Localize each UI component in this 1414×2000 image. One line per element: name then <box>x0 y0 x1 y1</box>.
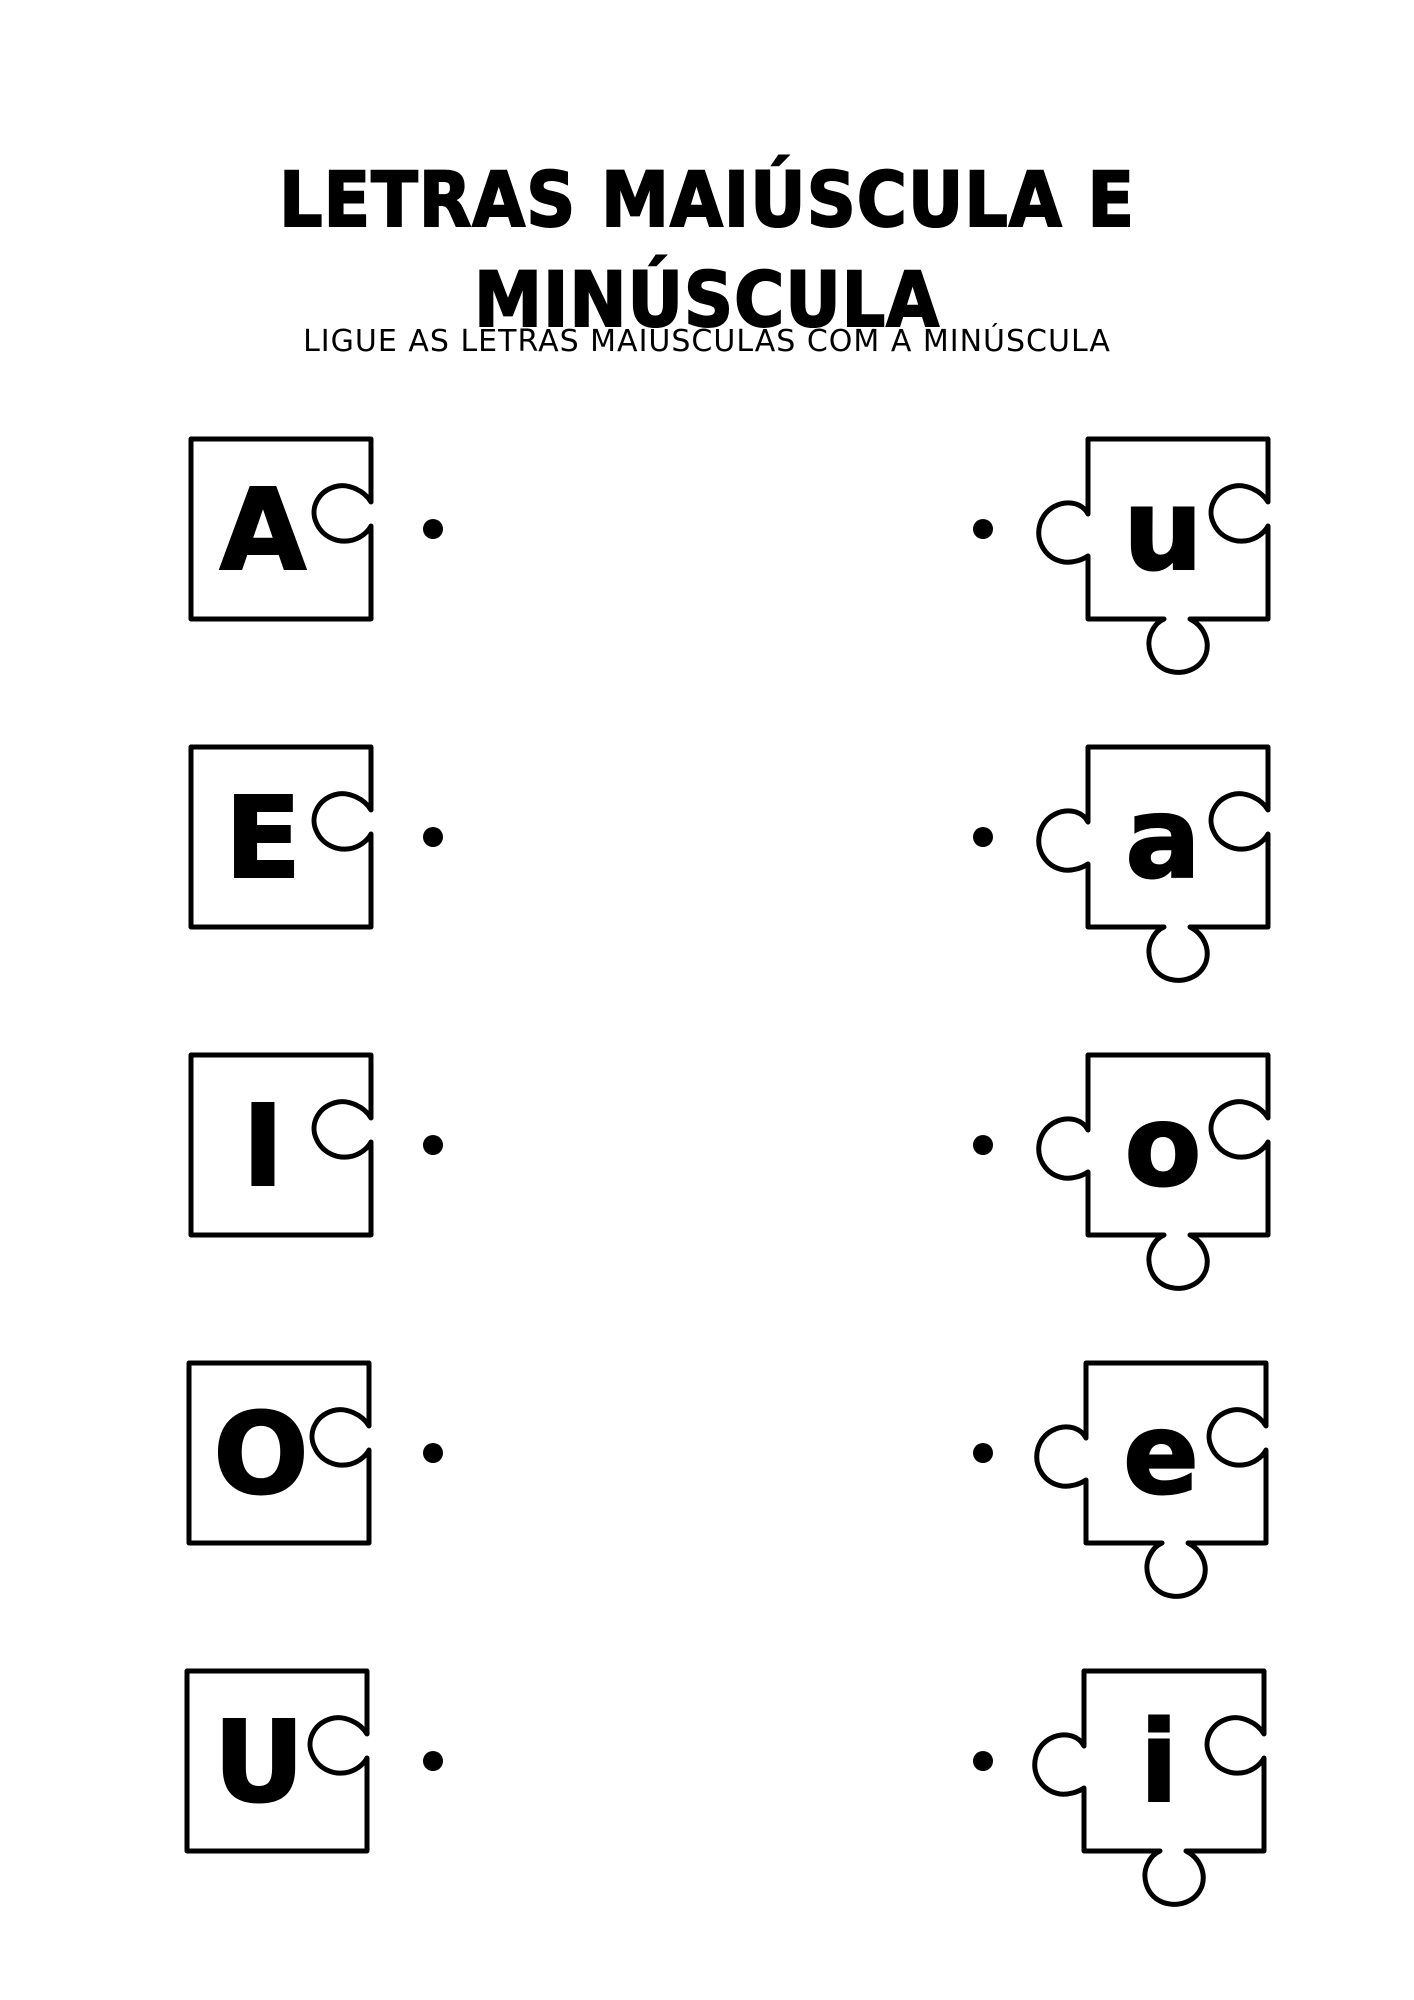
connect-dot-right-4 <box>973 1443 993 1463</box>
uppercase-letter-5: U <box>213 1698 306 1828</box>
connect-dot-left-2 <box>423 827 443 847</box>
lowercase-piece-1 <box>973 436 1271 675</box>
connect-dot-left-4 <box>423 1443 443 1463</box>
connect-dot-right-5 <box>973 1751 993 1771</box>
worksheet-title: LETRAS MAIÚSCULA E MINÚSCULA <box>278 154 1135 345</box>
uppercase-letter-1: A <box>219 466 308 596</box>
connect-dot-right-2 <box>973 827 993 847</box>
uppercase-letter-3: I <box>241 1082 285 1212</box>
lowercase-piece-4 <box>973 1360 1269 1599</box>
uppercase-piece-4 <box>186 1360 443 1546</box>
connect-dot-left-3 <box>423 1135 443 1155</box>
lowercase-letter-3: o <box>1124 1082 1203 1212</box>
lowercase-letter-1: u <box>1122 466 1204 596</box>
uppercase-letter-2: E <box>224 774 303 904</box>
uppercase-piece-5 <box>184 1668 443 1854</box>
connect-dot-left-1 <box>423 519 443 539</box>
uppercase-piece-2 <box>188 744 443 930</box>
lowercase-letter-2: a <box>1124 774 1202 904</box>
uppercase-letter-4: O <box>212 1390 309 1520</box>
lowercase-letter-4: e <box>1122 1390 1200 1520</box>
uppercase-piece-3 <box>188 1052 443 1238</box>
lowercase-letter-5: i <box>1139 1698 1179 1828</box>
lowercase-piece-3 <box>973 1052 1271 1291</box>
connect-dot-right-1 <box>973 519 993 539</box>
worksheet-instruction: LIGUE AS LETRAS MAIÚSCULAS COM A MINÚSCU… <box>303 324 1111 359</box>
lowercase-piece-2 <box>973 744 1271 983</box>
connect-dot-right-3 <box>973 1135 993 1155</box>
lowercase-piece-5 <box>973 1668 1267 1907</box>
connect-dot-left-5 <box>423 1751 443 1771</box>
uppercase-piece-1 <box>188 436 443 622</box>
